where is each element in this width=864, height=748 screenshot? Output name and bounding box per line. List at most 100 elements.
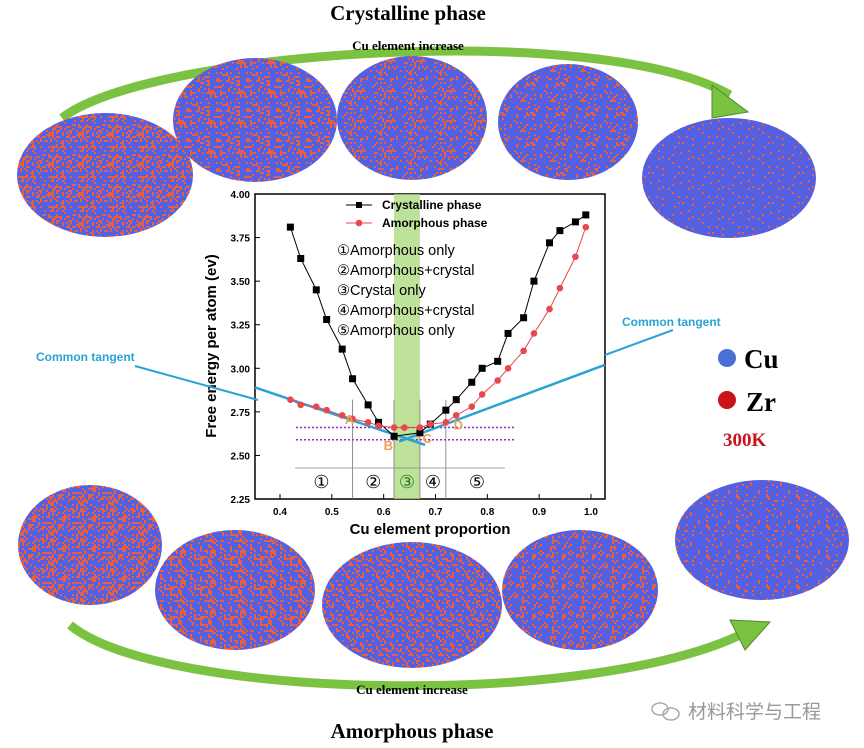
bottom-ellipse-3 [322, 542, 502, 668]
crystalline-point [416, 429, 424, 437]
cu-legend-dot [718, 349, 736, 367]
crystalline-point [323, 315, 331, 323]
amorphous-point [416, 424, 424, 431]
crystal-only-band [394, 194, 420, 499]
crystalline-point [504, 329, 512, 337]
amorphous-point [390, 424, 398, 431]
common-tangent-right-leader [604, 329, 674, 356]
x-axis-label: Cu element proportion [350, 521, 511, 538]
crystalline-point [286, 223, 294, 231]
amorphous-point [520, 347, 527, 355]
x-tick-label: 0.8 [480, 507, 494, 518]
crystalline-point [349, 375, 357, 383]
legend-marker-amorphous [355, 219, 363, 227]
region-label-3: ③ [399, 472, 415, 492]
crystalline-point [390, 432, 398, 440]
wechat-icon [651, 702, 680, 721]
common-tangent-right [398, 363, 606, 443]
amorphous-point [401, 424, 408, 431]
crystalline-point [546, 239, 554, 247]
x-tick-label: 0.5 [325, 507, 339, 518]
amorphous-point [478, 391, 486, 398]
crystalline-point [571, 218, 579, 226]
amorphous-point [338, 412, 346, 419]
point-label-D: D [454, 417, 463, 432]
amorphous-point [427, 420, 434, 428]
region-label-1: ① [313, 472, 329, 492]
crystalline-point [364, 401, 372, 409]
common-tangent-left-label: Common tangent [36, 350, 135, 364]
x-tick-label: 0.7 [429, 507, 443, 518]
crystalline-point [442, 406, 450, 414]
top-title: Crystalline phase [330, 1, 486, 25]
x-tick-label: 0.6 [377, 507, 391, 518]
amorphous-point [364, 419, 372, 426]
temperature-label: 300K [723, 430, 767, 451]
amorphous-point [297, 401, 305, 409]
region-legend-item: ②Amorphous+crystal [337, 263, 475, 279]
zr-legend-label: Zr [746, 387, 776, 417]
common-tangent-left-leader [134, 365, 259, 401]
zr-legend-dot [718, 391, 736, 409]
y-tick-label: 2.25 [231, 495, 251, 506]
region-label-5: ⑤ [469, 472, 485, 492]
amorphous-point [312, 403, 320, 410]
amorphous-point [572, 253, 579, 261]
crystalline-point [338, 345, 346, 353]
legend-marker-crystalline [356, 202, 362, 208]
amorphous-point [452, 412, 460, 419]
bottom-ellipse-1 [18, 485, 162, 605]
amorphous-point [287, 396, 294, 403]
legend-label-crystalline: Crystalline phase [382, 198, 482, 212]
amorphous-point [349, 415, 356, 423]
point-label-C: C [423, 431, 433, 446]
bottom-ellipse-4 [502, 530, 658, 650]
amorphous-point [504, 365, 512, 372]
common-tangent-right-label: Common tangent [622, 315, 721, 329]
x-tick-label: 0.9 [532, 507, 546, 518]
amorphous-point [494, 377, 501, 384]
bottom-arrow [67, 621, 753, 691]
region-label-2: ② [365, 472, 381, 492]
crystalline-point [530, 277, 538, 285]
top-ellipse-2 [173, 58, 337, 182]
crystalline-point [297, 254, 305, 262]
crystalline-point [520, 314, 528, 322]
amorphous-point [375, 422, 382, 430]
crystalline-point [312, 286, 320, 294]
watermark: 材料科学与工程 [688, 701, 821, 723]
top-ellipse-3 [337, 56, 487, 180]
top-arrowhead [711, 84, 750, 119]
top-ellipse-4 [498, 64, 638, 180]
y-tick-label: 3.00 [231, 364, 251, 375]
y-tick-label: 3.25 [231, 321, 251, 332]
crystalline-point [582, 211, 590, 219]
amorphous-point [582, 223, 590, 231]
region-legend-item: ①Amorphous only [337, 243, 456, 259]
x-tick-label: 0.4 [273, 507, 287, 518]
amorphous-point [556, 284, 564, 292]
bottom-ellipse-2 [155, 530, 315, 650]
y-tick-label: 3.50 [231, 277, 251, 288]
bottom-ellipse-5 [675, 480, 849, 600]
amorphous-point [468, 403, 476, 410]
y-axis-label: Free energy per atom (ev) [203, 254, 220, 437]
amorphous-point [546, 305, 553, 313]
region-legend-item: ⑤Amorphous only [337, 323, 456, 339]
bottom-title: Amorphous phase [331, 719, 494, 743]
top-ellipse-5 [642, 118, 816, 238]
region-legend-item: ④Amorphous+crystal [337, 303, 475, 319]
y-tick-label: 4.00 [231, 190, 251, 201]
amorphous-point [323, 406, 330, 414]
cu-legend-label: Cu [744, 344, 779, 374]
bottom-arrowhead [729, 619, 772, 651]
top-arrow [59, 46, 733, 122]
point-label-B: B [384, 438, 393, 453]
amorphous-point [530, 330, 538, 337]
y-tick-label: 2.75 [231, 408, 251, 419]
region-label-4: ④ [425, 472, 441, 492]
crystalline-point [374, 418, 382, 426]
top-ellipse-1 [17, 113, 193, 237]
x-tick-label: 1.0 [584, 507, 598, 518]
